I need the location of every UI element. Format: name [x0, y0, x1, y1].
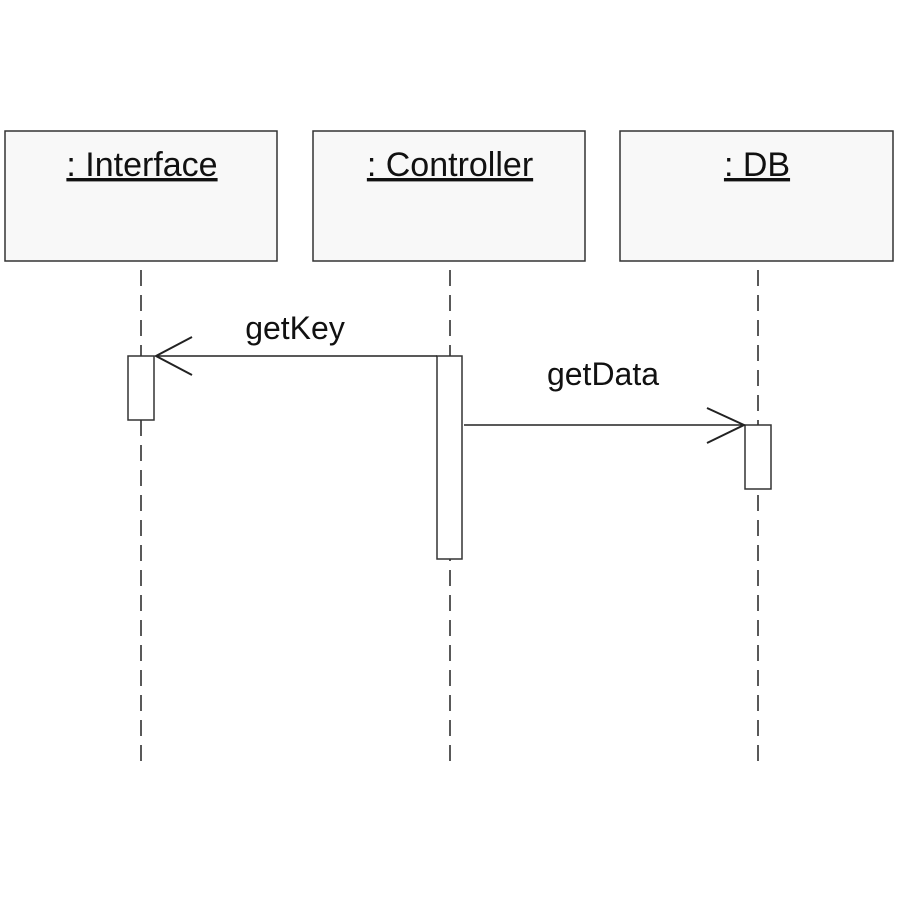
lifeline-controller-box	[312, 130, 586, 262]
message-getdata-arrowhead	[706, 407, 747, 444]
message-getdata: getData	[464, 356, 747, 444]
message-getdata-label: getData	[547, 356, 659, 392]
lifeline-controller-title: : Controller	[367, 146, 533, 184]
lifeline-db-box	[619, 130, 894, 262]
lifeline-interface: : Interface	[4, 130, 278, 768]
message-getkey-arrowhead	[153, 336, 193, 376]
activation-controller	[436, 355, 463, 560]
lifeline-controller: : Controller	[312, 130, 586, 768]
lifeline-interface-title: : Interface	[66, 146, 217, 184]
activation-interface	[127, 355, 155, 421]
message-getkey: getKey	[153, 310, 437, 376]
message-getkey-label: getKey	[245, 310, 345, 346]
lifeline-db-title: : DB	[724, 146, 790, 184]
lifeline-db: : DB	[619, 130, 894, 768]
activation-db	[744, 424, 772, 490]
lifeline-interface-box	[4, 130, 278, 262]
